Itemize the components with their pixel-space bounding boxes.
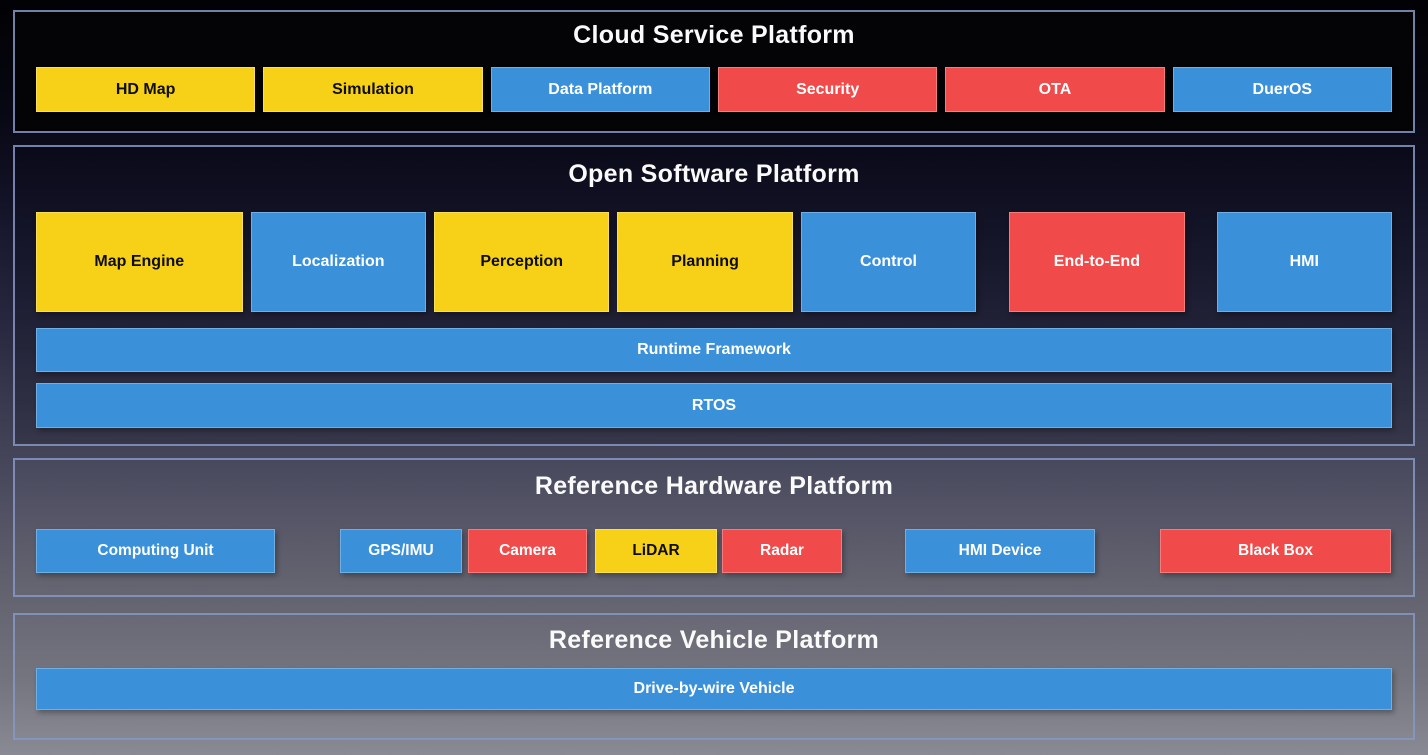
box-map-engine: Map Engine <box>36 212 243 312</box>
box-ota: OTA <box>945 67 1165 112</box>
box-hmi-device: HMI Device <box>905 529 1095 573</box>
software-box-row: Map Engine Localization Perception Plann… <box>15 212 1413 312</box>
bar-drive-by-wire-vehicle: Drive-by-wire Vehicle <box>36 668 1392 710</box>
box-data-platform: Data Platform <box>490 67 710 112</box>
box-dueros: DuerOS <box>1172 67 1392 112</box>
box-hmi: HMI <box>1216 212 1392 312</box>
box-security: Security <box>717 67 938 112</box>
section-title-open-software-platform: Open Software Platform <box>568 160 860 188</box>
box-simulation: Simulation <box>263 67 483 112</box>
section-title-reference-vehicle-platform: Reference Vehicle Platform <box>548 626 880 654</box>
box-radar: Radar <box>722 529 842 573</box>
box-localization: Localization <box>250 212 426 312</box>
bar-runtime-framework: Runtime Framework <box>36 328 1392 372</box>
box-planning: Planning <box>617 212 793 312</box>
box-black-box: Black Box <box>1160 529 1391 573</box>
hardware-box-row: Computing Unit GPS/IMU Camera LiDAR Rada… <box>15 529 1413 573</box>
section-open-software-platform: Open Software Platform Map Engine Locali… <box>13 145 1415 446</box>
box-camera: Camera <box>468 529 587 573</box>
section-title-reference-hardware-platform: Reference Hardware Platform <box>534 472 894 500</box>
section-reference-vehicle-platform: Reference Vehicle Platform Drive-by-wire… <box>13 613 1415 740</box>
box-computing-unit: Computing Unit <box>36 529 275 573</box>
box-lidar: LiDAR <box>595 529 717 573</box>
box-gps-imu: GPS/IMU <box>340 529 462 573</box>
box-control: Control <box>800 212 977 312</box>
box-hd-map: HD Map <box>36 67 256 112</box>
section-cloud-service-platform: Cloud Service Platform HD Map Simulation… <box>13 10 1415 133</box>
cloud-box-row: HD Map Simulation Data Platform Security… <box>15 67 1413 112</box>
bar-rtos: RTOS <box>36 383 1392 428</box>
section-title-cloud-service-platform: Cloud Service Platform <box>573 21 855 49</box>
section-reference-hardware-platform: Reference Hardware Platform Computing Un… <box>13 458 1415 597</box>
box-end-to-end: End-to-End <box>1009 212 1185 312</box>
box-perception: Perception <box>434 212 610 312</box>
